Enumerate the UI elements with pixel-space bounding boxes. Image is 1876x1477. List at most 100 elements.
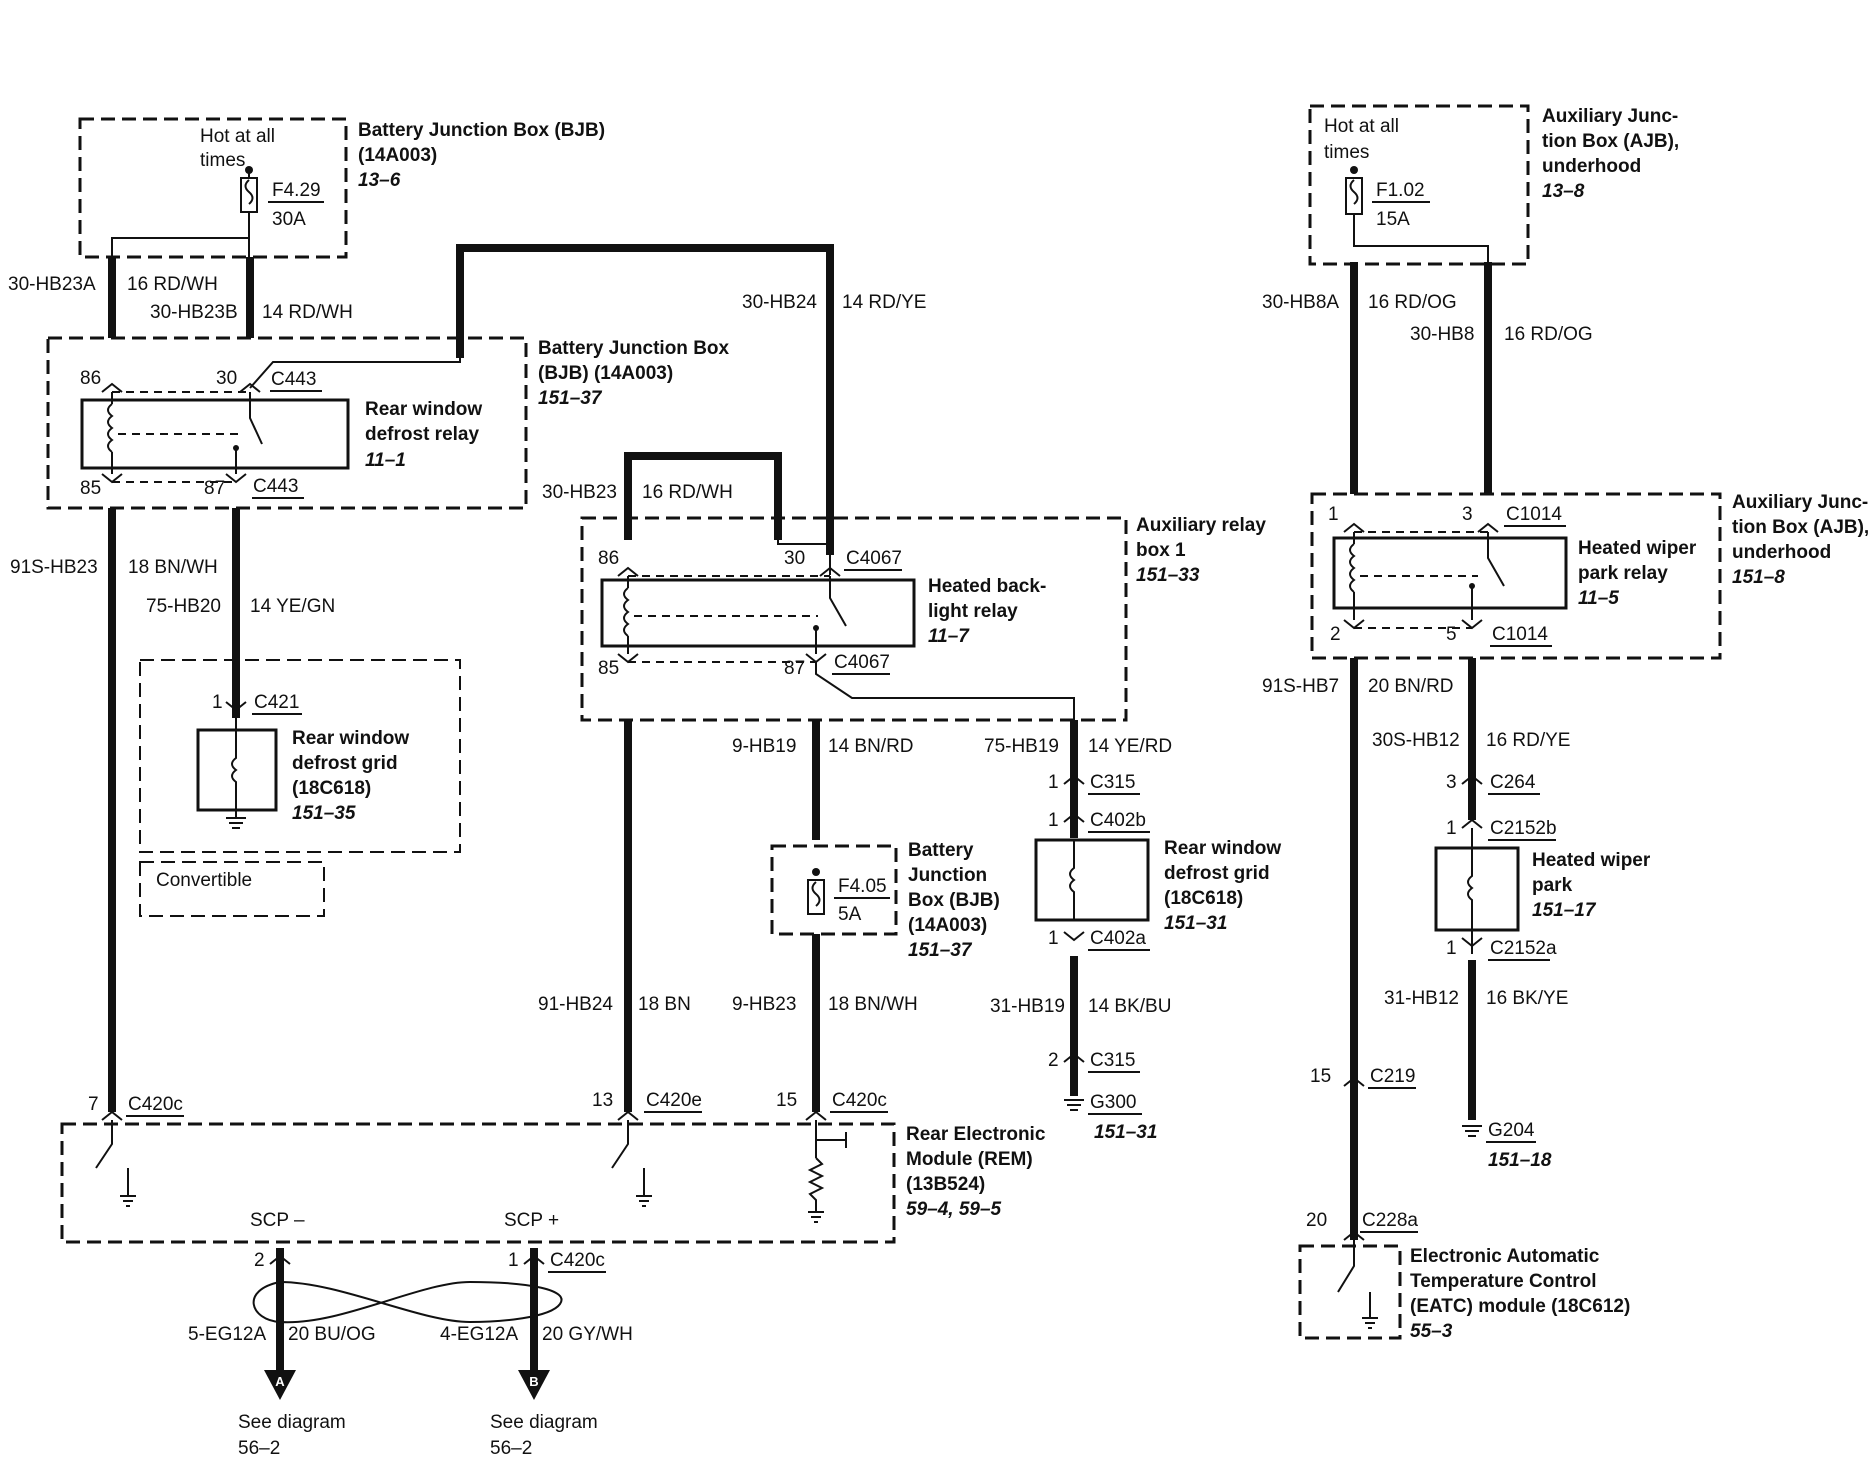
pin-number: 2 [1330,624,1341,645]
bjb-mid-title-2: Junction [908,865,987,886]
connector-id: C315 [1090,772,1135,793]
bjb-mid-title: Battery [908,840,974,861]
rem-title-3: (13B524) [906,1174,985,1195]
fuse-id: F4.29 [272,180,321,201]
ground-icon [120,1195,136,1207]
grid-name-2: defrost grid [1164,863,1270,884]
pin-number: 86 [598,548,619,569]
connector-id: C4067 [834,652,890,673]
pin-number: 13 [592,1090,613,1111]
wire-id: 91S-HB7 [1262,676,1339,697]
pin-number: 85 [598,658,619,679]
offpage-arrow-a-icon [264,1370,296,1400]
connector-id: C315 [1090,1050,1135,1071]
ground-icon [1462,1125,1482,1137]
grid-ref: 151–35 [292,803,356,824]
pin-number: 2 [254,1250,265,1271]
pin-number: 1 [1446,818,1457,839]
eatc-switch [1337,1240,1371,1318]
pin-number: 15 [776,1090,797,1111]
rear-window-defrost-grid [1034,838,1150,922]
pin-number: 20 [1306,1210,1327,1231]
wire-id: 9-HB23 [732,994,796,1015]
pin-number: 7 [88,1094,99,1115]
connector-id: C443 [271,369,316,390]
box-title: Auxiliary relay [1136,515,1266,536]
eatc-title-2: Temperature Control [1410,1271,1597,1292]
grid-ref: 151–31 [1164,913,1227,934]
grid-name: Rear window [1164,838,1281,859]
wire-spec: 14 BN/RD [828,736,914,757]
heated-wiper-park-relay [1332,536,1568,610]
eatc-title: Electronic Automatic [1410,1246,1600,1267]
bjb-mid-title-4: (14A003) [908,915,987,936]
wire-spec: 16 RD/OG [1504,324,1593,345]
wire-id: 30-HB24 [742,292,817,313]
see-diagram-link[interactable]: See diagram [238,1412,346,1433]
connector-id: C264 [1490,772,1536,793]
connector-id: C219 [1370,1066,1415,1087]
rem-switch-7 [95,1120,129,1196]
fuse-rating: 30A [272,209,306,230]
connector-id: C1014 [1506,504,1562,525]
pin-number: 1 [212,692,223,713]
pin-number: 85 [80,478,101,499]
connector-id: C421 [254,692,299,713]
connector-id: C4067 [846,548,902,569]
bjb-mid-ref: 151–37 [908,940,973,961]
ground-id: G300 [1090,1092,1136,1113]
fuse-element-icon [244,179,254,205]
fuse-element-icon [1349,179,1359,205]
wire-spec: 20 GY/WH [542,1324,633,1345]
ajb-top-title-2: tion Box (AJB), [1542,131,1679,152]
wire-spec: 18 BN [638,994,691,1015]
connector-id: C1014 [1492,624,1548,645]
wire-30-hb23 [624,452,782,540]
ground-icon [808,1211,824,1223]
fuse-icon [240,177,258,213]
ajb-relay-box [1310,492,1722,660]
pin-number: 15 [1310,1066,1331,1087]
offpage-tag-a: A [275,1374,285,1389]
wire-id: 91S-HB23 [10,557,98,578]
wire-spec: 14 RD/YE [842,292,926,313]
ground-id: G204 [1488,1120,1535,1141]
grid-name: Rear window [292,728,409,749]
aux-relay-box [580,516,1128,722]
convertible-note-box [139,861,325,917]
box-ref: 151–37 [538,388,603,409]
box-title-2: box 1 [1136,540,1186,561]
hot-at-all-times-label-2: times [1324,142,1369,163]
hot-at-all-times-label-2: times [200,150,245,171]
fuse-id: F1.02 [1376,180,1425,201]
ajb-top-box [1308,104,1530,266]
eatc-module-box [1298,1244,1402,1340]
fuse-id: F4.05 [838,876,887,897]
wire-spec: 16 RD/OG [1368,292,1457,313]
pin-number: 3 [1462,504,1473,525]
rem-title: Rear Electronic [906,1124,1046,1145]
rem-title-2: Module (REM) [906,1149,1033,1170]
see-diagram-link[interactable]: See diagram [490,1412,598,1433]
offpage-arrow-b-icon [518,1370,550,1400]
relay-name-2: park relay [1578,563,1668,584]
wire-id: 31-HB19 [990,996,1065,1017]
wire-spec: 14 BK/BU [1088,996,1171,1017]
relay-name: Rear window [365,399,482,420]
eatc-title-3: (EATC) module (18C612) [1410,1296,1630,1317]
fuse-rating: 5A [838,904,862,925]
box-title: Battery Junction Box [538,338,730,359]
wire-spec: 14 YE/GN [250,596,335,617]
box-ref: 151–33 [1136,565,1200,586]
grid-name-2: defrost grid [292,753,398,774]
box-title-2: (BJB) (14A003) [538,363,673,384]
wire-spec: 14 YE/RD [1088,736,1172,757]
relay-name-2: light relay [928,601,1018,622]
wire-id: 31-HB12 [1384,988,1459,1009]
hot-at-all-times-label: Hot at all [200,126,275,147]
relay-ref: 11–5 [1578,588,1619,609]
wire-spec: 16 RD/WH [127,274,218,295]
convertible-note: Convertible [156,870,252,891]
scp-plus-label: SCP + [504,1210,559,1231]
